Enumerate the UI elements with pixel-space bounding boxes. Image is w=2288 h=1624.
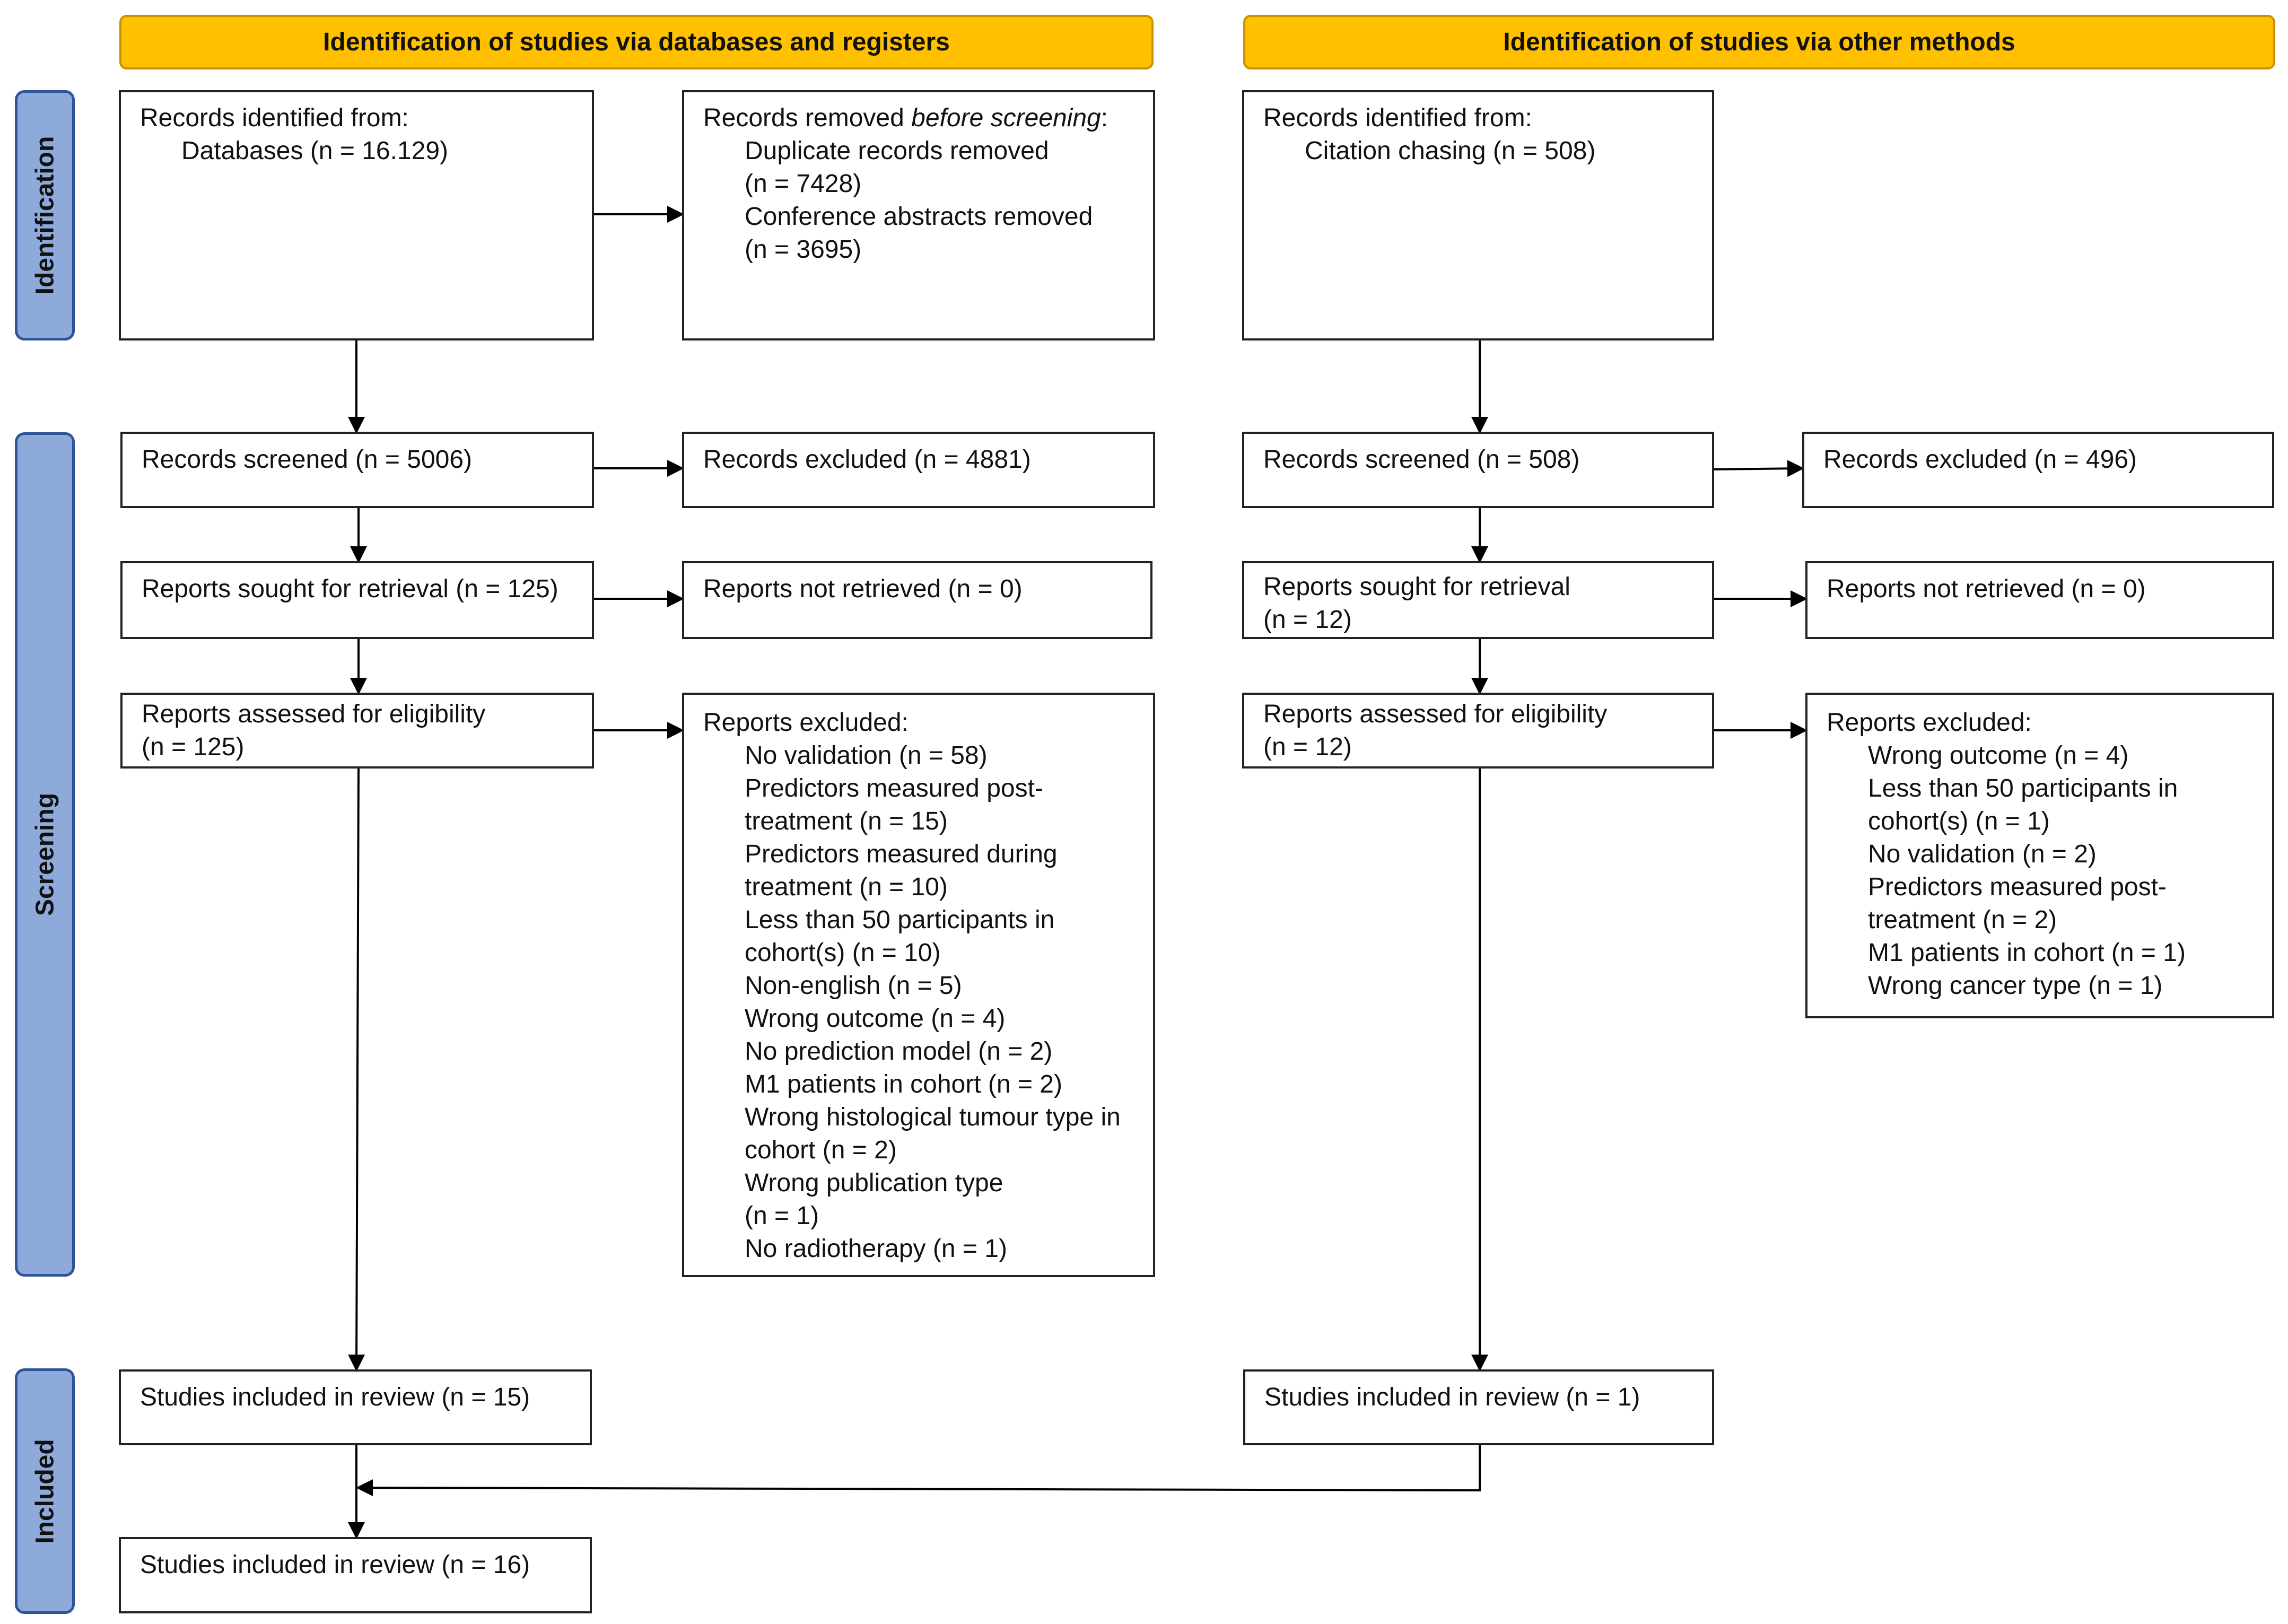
exclusion-reason: Less than 50 participants in [1868,774,2178,802]
box-reports-sought-left: Reports sought for retrieval (n = 125) [120,561,594,639]
box-records-screened-right: Records screened (n = 508) [1242,432,1714,508]
exclusion-reason: cohort(s) (n = 10) [745,939,941,967]
records-removed-line: (n = 3695) [745,235,862,264]
exclusion-reason: treatment (n = 10) [745,873,948,901]
reports-assessed-text: Reports assessed for eligibility [1263,700,1608,728]
phase-identification-label: Identification [31,136,59,295]
records-identified-citation: Citation chasing (n = 508) [1305,137,1596,165]
records-removed-line: (n = 7428) [745,170,862,198]
exclusion-reason: Wrong outcome (n = 4) [1868,741,2129,770]
records-excluded-text: Records excluded (n = 4881) [703,446,1031,474]
arrow-screened-to-excluded-right [1714,460,1804,477]
phase-included: Included [15,1368,75,1614]
exclusion-reason: M1 patients in cohort (n = 1) [1868,939,2186,967]
box-reports-excluded-right: Reports excluded: Wrong outcome (n = 4) … [1805,693,2274,1018]
exclusion-reason: Wrong publication type [745,1169,1003,1197]
exclusion-reason: Non-english (n = 5) [745,972,962,1000]
reports-sought-text: Reports sought for retrieval (n = 125) [142,575,558,603]
reports-not-retrieved-text: Reports not retrieved (n = 0) [1827,575,2146,603]
exclusion-reason: treatment (n = 15) [745,807,948,835]
reports-sought-text: Reports sought for retrieval [1263,573,1570,601]
arrow-assessed-to-included-left [348,767,365,1372]
exclusion-reason: Predictors measured post- [1868,873,2167,901]
exclusion-reason: Wrong cancer type (n = 1) [1868,972,2163,1000]
records-identified-databases: Databases (n = 16.129) [181,137,448,165]
reports-excluded-heading: Reports excluded: [703,709,909,737]
exclusion-reason: No prediction model (n = 2) [745,1037,1053,1066]
exclusion-reason: No validation (n = 2) [1868,840,2097,868]
reports-assessed-count: (n = 125) [142,733,244,761]
reports-sought-count: (n = 12) [1263,606,1352,634]
box-reports-not-retrieved-right: Reports not retrieved (n = 0) [1805,561,2274,639]
records-excluded-text: Records excluded (n = 496) [1823,446,2137,474]
exclusion-reason: No validation (n = 58) [745,741,988,770]
records-screened-text: Records screened (n = 508) [1263,446,1580,474]
exclusion-reason: (n = 1) [745,1202,819,1230]
exclusion-reason: Wrong histological tumour type in [745,1103,1121,1131]
studies-included-total-text: Studies included in review (n = 16) [140,1551,530,1579]
reports-assessed-count: (n = 12) [1263,733,1352,761]
phase-included-label: Included [31,1438,59,1544]
studies-included-text: Studies included in review (n = 1) [1264,1383,1640,1411]
exclusion-reason: M1 patients in cohort (n = 2) [745,1070,1062,1098]
box-studies-included-right: Studies included in review (n = 1) [1243,1369,1714,1445]
studies-included-text: Studies included in review (n = 15) [140,1383,530,1411]
records-removed-line: Conference abstracts removed [745,203,1093,231]
records-removed-line: Duplicate records removed [745,137,1049,165]
exclusion-reason: Predictors measured during [745,840,1058,868]
reports-not-retrieved-text: Reports not retrieved (n = 0) [703,575,1023,603]
exclusion-reason: Less than 50 participants in [745,906,1055,934]
records-identified-heading: Records identified from: [1263,104,1532,132]
box-records-excluded-right: Records excluded (n = 496) [1802,432,2274,508]
exclusion-reason: treatment (n = 2) [1868,906,2057,934]
reports-assessed-text: Reports assessed for eligibility [142,700,486,728]
exclusion-reason: Predictors measured post- [745,774,1043,802]
phase-identification: Identification [15,90,75,340]
header-databases: Identification of studies via databases … [119,15,1154,69]
box-records-identified-right: Records identified from: Citation chasin… [1242,90,1714,340]
reports-excluded-heading: Reports excluded: [1827,709,2032,737]
box-reports-excluded-left: Reports excluded: No validation (n = 58)… [682,693,1155,1277]
box-reports-not-retrieved-left: Reports not retrieved (n = 0) [682,561,1152,639]
box-reports-assessed-right: Reports assessed for eligibility (n = 12… [1242,693,1714,769]
box-reports-assessed-left: Reports assessed for eligibility (n = 12… [120,693,594,769]
box-records-screened-left: Records screened (n = 5006) [120,432,594,508]
records-screened-text: Records screened (n = 5006) [142,446,473,474]
phase-screening-label: Screening [31,792,59,916]
header-other-methods: Identification of studies via other meth… [1243,15,2275,69]
arrow-right-included-to-merge [356,1445,1481,1497]
box-reports-sought-right: Reports sought for retrieval (n = 12) [1242,561,1714,639]
box-studies-included-left: Studies included in review (n = 15) [119,1369,592,1445]
phase-screening: Screening [15,432,75,1277]
box-records-excluded-left: Records excluded (n = 4881) [682,432,1155,508]
box-records-identified-left: Records identified from: Databases (n = … [119,90,594,340]
exclusion-reason: Wrong outcome (n = 4) [745,1005,1006,1033]
exclusion-reason: cohort(s) (n = 1) [1868,807,2050,835]
exclusion-reason: cohort (n = 2) [745,1136,897,1164]
records-removed-heading: Records removed before screening: [703,104,1108,132]
exclusion-reason: No radiotherapy (n = 1) [745,1235,1007,1263]
records-identified-heading: Records identified from: [140,104,409,132]
box-studies-included-total: Studies included in review (n = 16) [119,1537,592,1613]
box-records-removed: Records removed before screening: Duplic… [682,90,1155,340]
